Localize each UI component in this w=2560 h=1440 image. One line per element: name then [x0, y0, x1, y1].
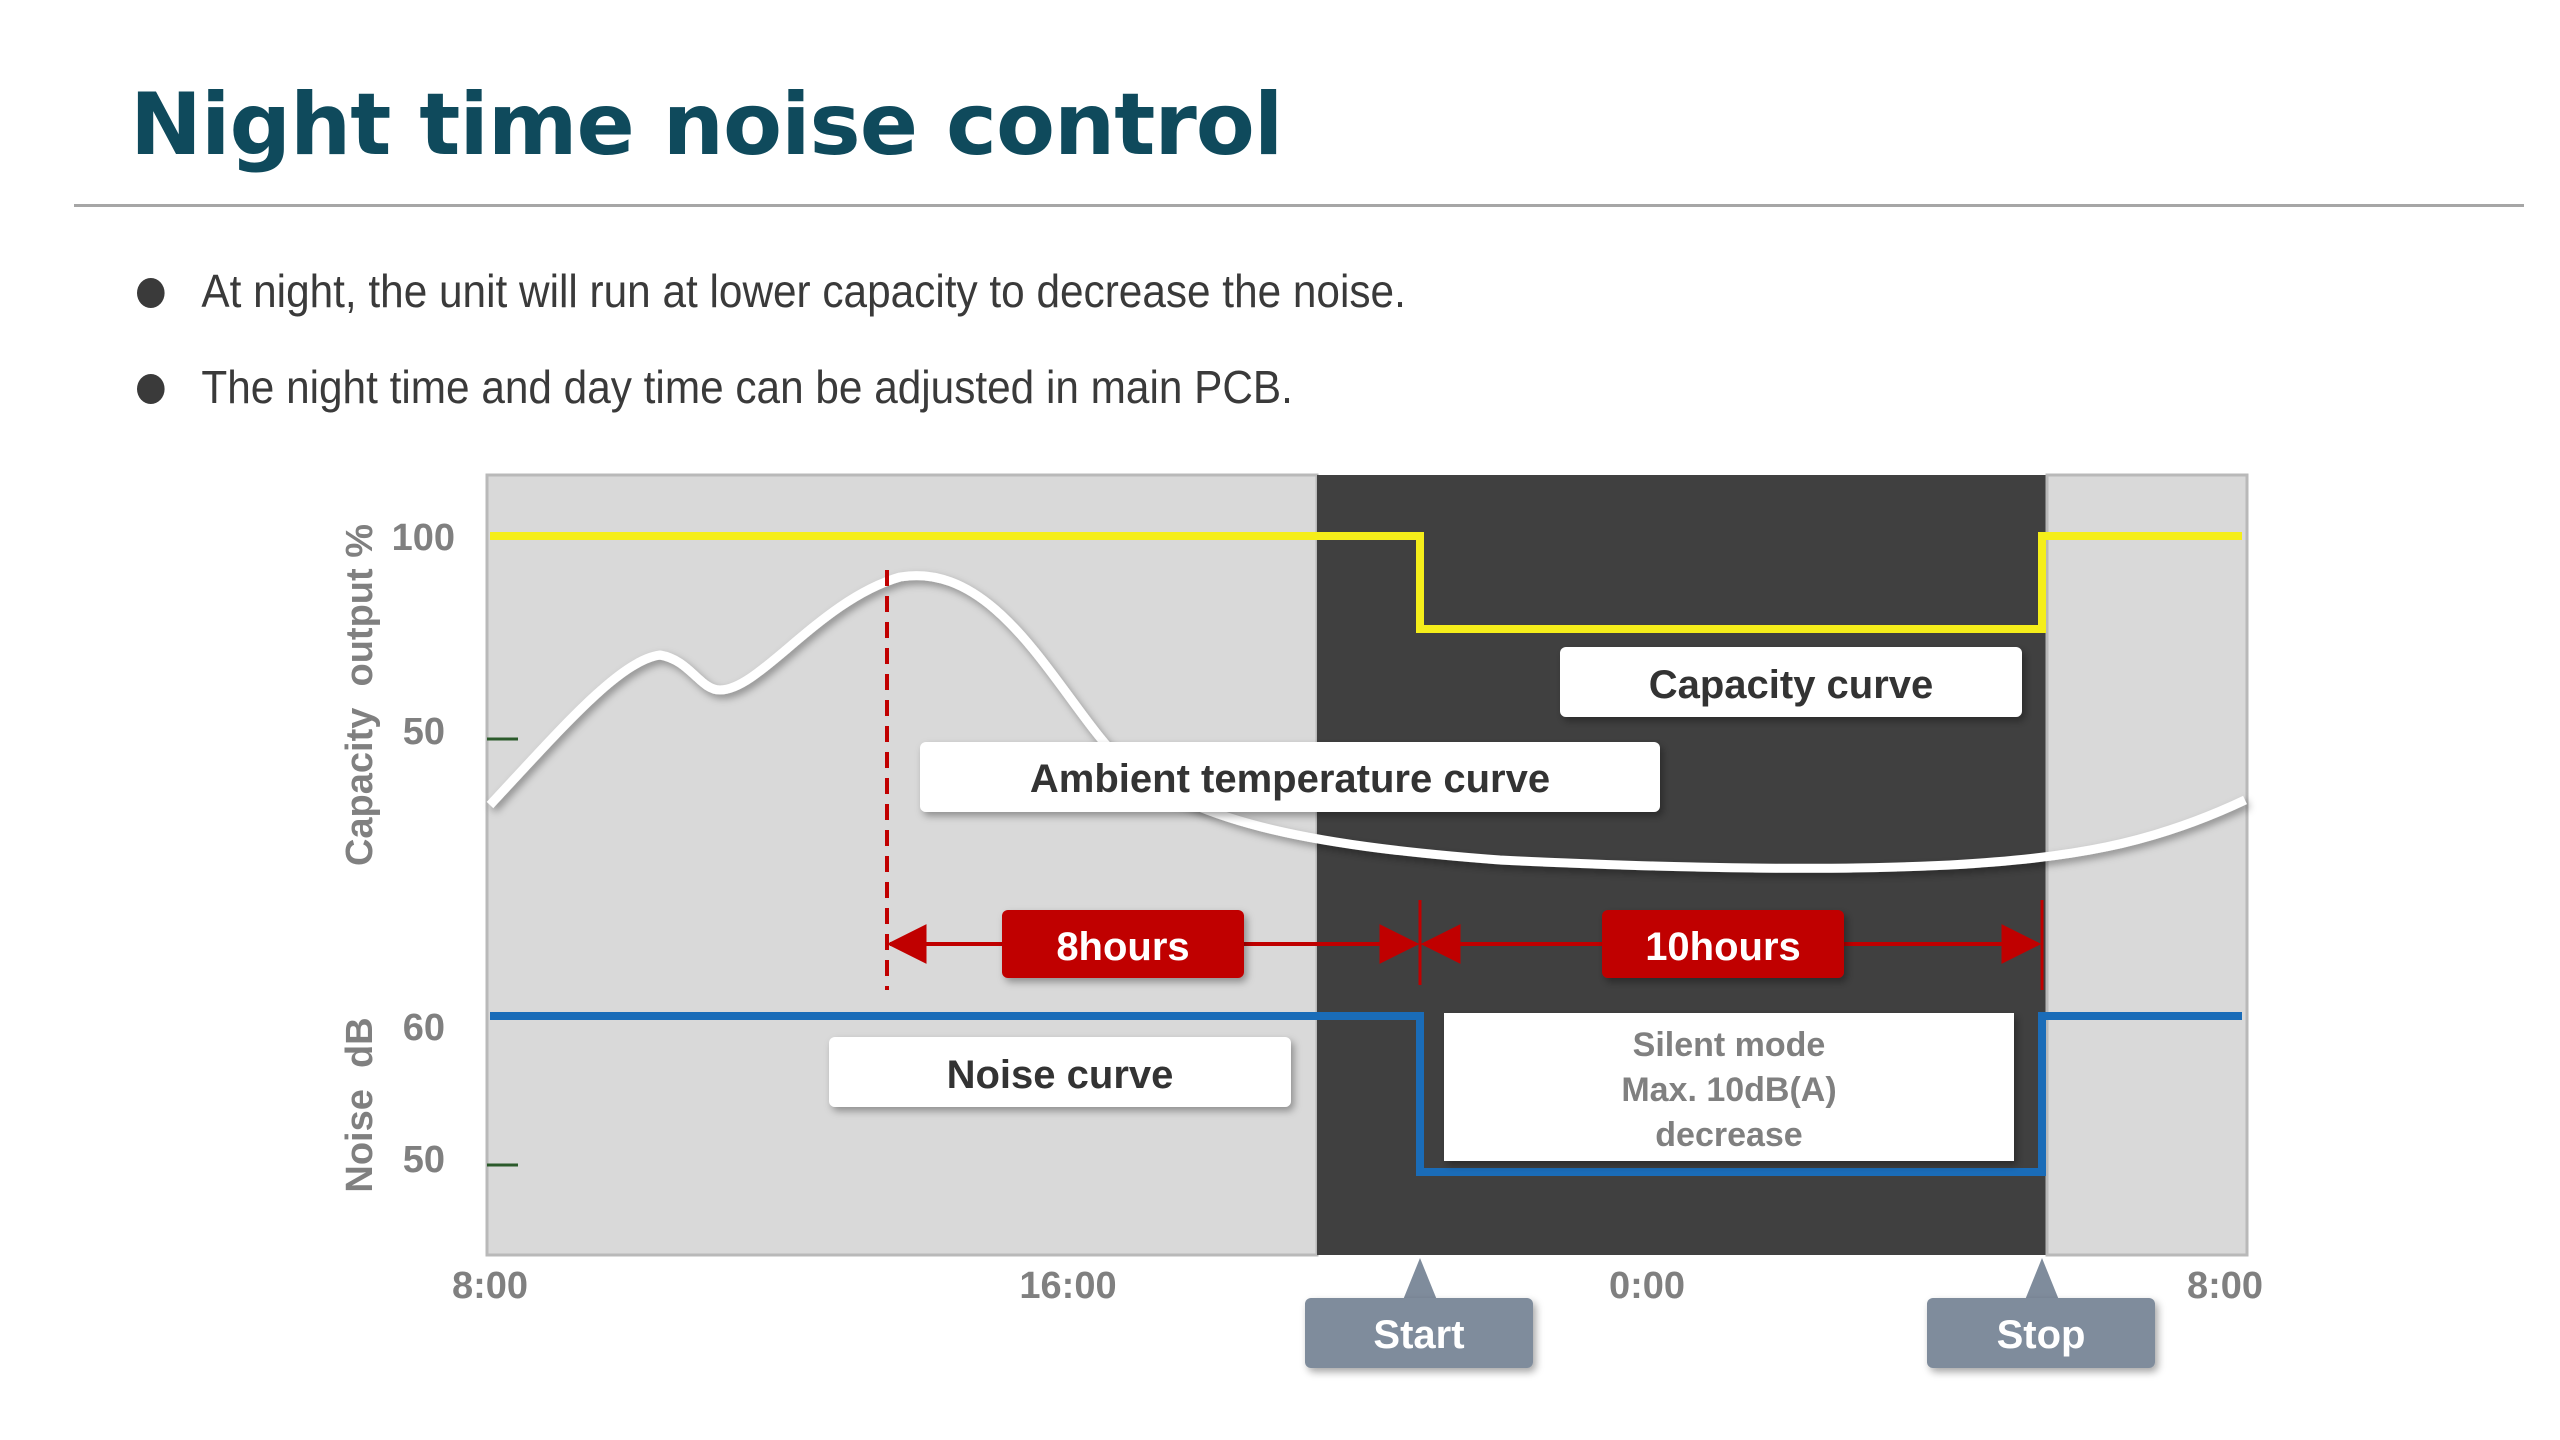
bullet-text: The night time and day time can be adjus…	[201, 361, 1293, 413]
capacity-axis-label: Capacity output %	[339, 524, 381, 866]
noise-axis-label: Noise dB	[339, 1017, 381, 1192]
bullet-item: The night time and day time can be adjus…	[137, 364, 1406, 410]
bullet-icon	[137, 278, 165, 308]
duration-8h-badge	[1002, 910, 1244, 978]
capacity-curve	[490, 532, 2242, 633]
silent-mode-line: Max. 10dB(A)	[1621, 1071, 1836, 1109]
start-marker-label: Start	[1373, 1313, 1464, 1357]
x-tick-label: 8:00	[2187, 1265, 2263, 1307]
day-band-right	[2045, 473, 2249, 1257]
page-title: Night time noise control	[130, 75, 1283, 175]
stop-marker-badge	[1927, 1298, 2155, 1368]
x-tick-label: 8:00	[452, 1265, 528, 1307]
noise-curve	[490, 1012, 2242, 1176]
capacity-tick-label: 100	[392, 517, 455, 559]
title-divider	[74, 204, 2524, 207]
silent-mode-box	[1444, 1013, 2014, 1161]
duration-10h-badge	[1602, 910, 1844, 978]
bullet-icon	[137, 374, 165, 404]
noise-tick-label: 60	[403, 1007, 445, 1049]
duration-10h-label: 10hours	[1645, 925, 1801, 969]
capacity-tick-label: 50	[403, 711, 445, 753]
start-marker-pointer	[1403, 1258, 1437, 1300]
stop-marker-pointer	[2025, 1258, 2059, 1300]
ambient-curve-label-box	[920, 742, 1660, 812]
bullet-text: At night, the unit will run at lower cap…	[201, 265, 1406, 317]
x-tick-label: 0:00	[1609, 1265, 1685, 1307]
start-marker-badge	[1305, 1298, 1533, 1368]
day-band-left	[485, 473, 1319, 1257]
silent-mode-line: decrease	[1655, 1116, 1802, 1154]
capacity-curve-label-box	[1560, 647, 2022, 717]
bullet-list: At night, the unit will run at lower cap…	[137, 268, 1516, 460]
noise-curve-label-box	[829, 1037, 1291, 1107]
noise-tick-label: 50	[403, 1139, 445, 1181]
silent-mode-line: Silent mode	[1633, 1026, 1826, 1064]
ambient-curve-label: Ambient temperature curve	[1030, 757, 1550, 801]
x-tick-label: 16:00	[1019, 1265, 1116, 1307]
capacity-curve-label: Capacity curve	[1649, 663, 1934, 707]
stop-marker-label: Stop	[1997, 1313, 2086, 1357]
bullet-item: At night, the unit will run at lower cap…	[137, 268, 1406, 314]
duration-8h-label: 8hours	[1056, 925, 1189, 969]
noise-curve-label: Noise curve	[947, 1053, 1174, 1097]
